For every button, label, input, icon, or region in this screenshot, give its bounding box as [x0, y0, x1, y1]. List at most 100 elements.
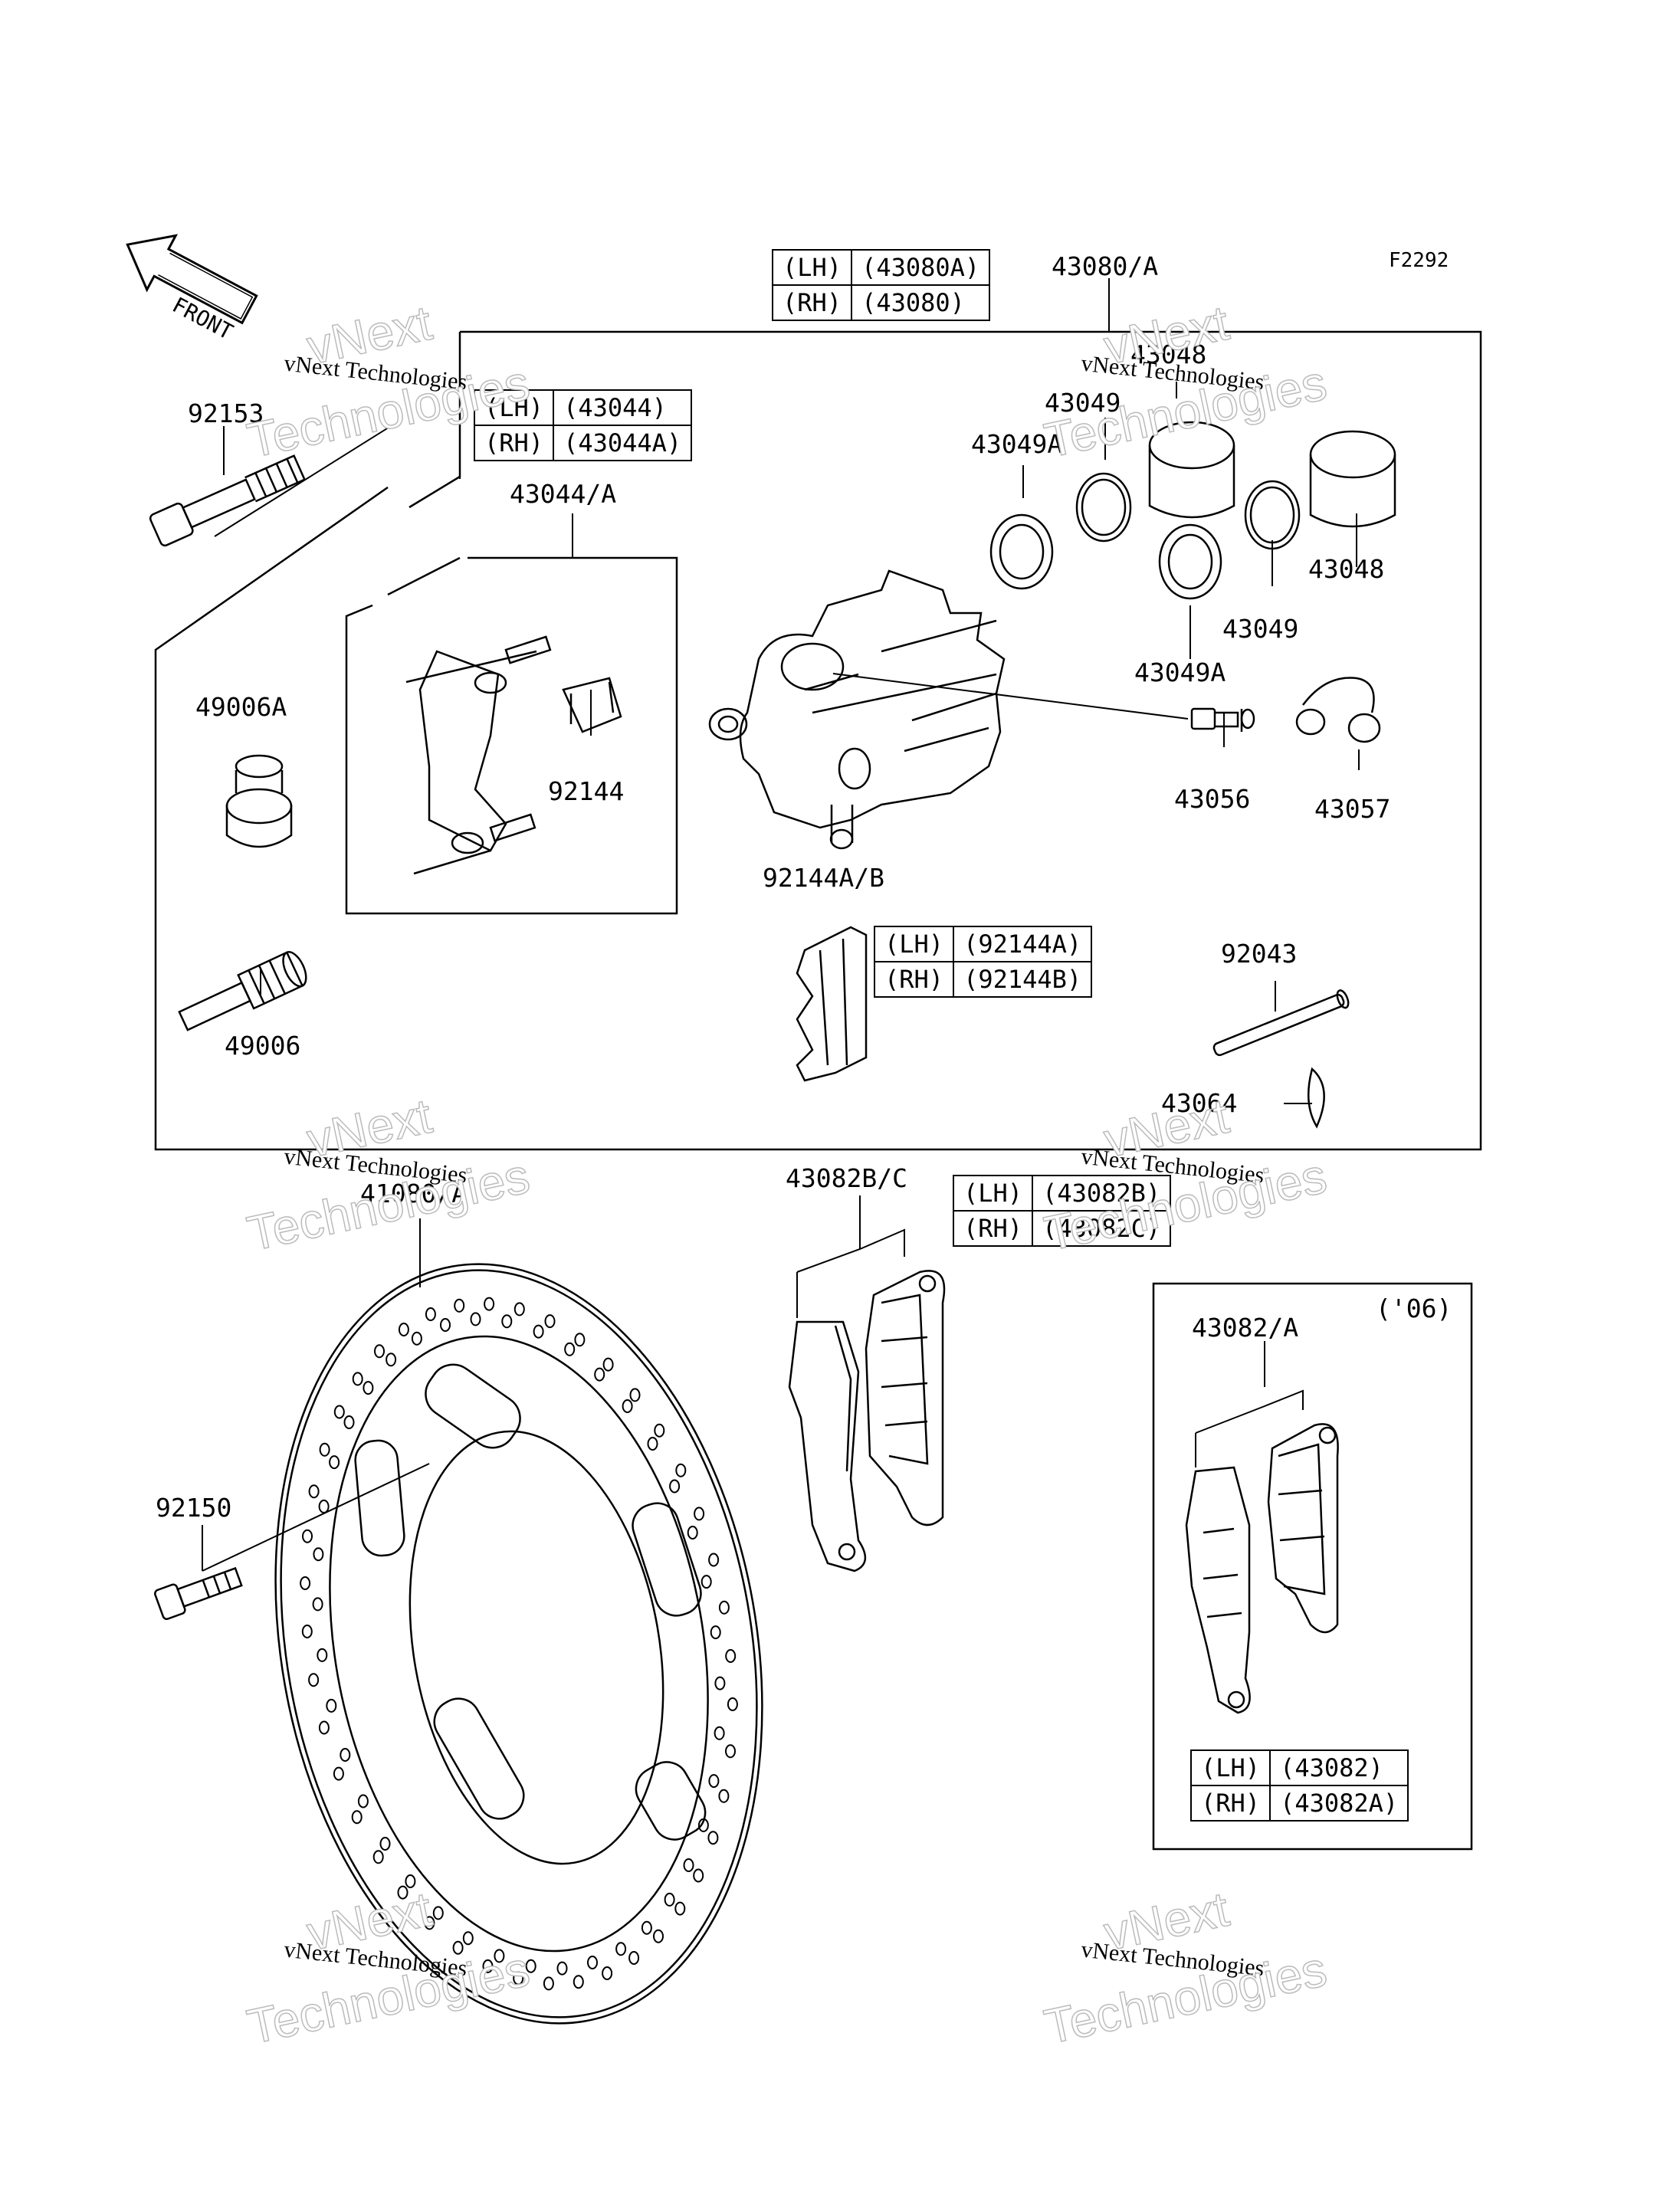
disc-hole — [398, 1323, 409, 1336]
watermark-top-right: vNext vNext Technologies Technologies — [1039, 294, 1364, 475]
label-92153: 92153 — [188, 398, 264, 428]
cell-lh-value: (43082B) — [1032, 1175, 1172, 1212]
disc-hole — [725, 1649, 737, 1663]
disc-hole — [525, 1959, 536, 1973]
caliper-holder-drawing — [405, 635, 552, 875]
disc-hole — [308, 1673, 320, 1687]
label-year-06: ('06) — [1376, 1294, 1452, 1323]
disc-hole — [714, 1726, 725, 1740]
disc-hole — [372, 1850, 384, 1864]
label-43056: 43056 — [1174, 784, 1251, 814]
label-49006A: 49006A — [195, 692, 287, 722]
disc-hole — [629, 1388, 641, 1402]
cell-rh: (RH) — [473, 425, 555, 461]
disc-hole — [462, 1931, 474, 1946]
watermark-mid-left: vNext vNext Technologies Technologies — [242, 1087, 567, 1268]
label-92150: 92150 — [156, 1493, 232, 1523]
cell-lh: (LH) — [873, 926, 955, 962]
disc-hole — [494, 1949, 505, 1963]
label-92043: 92043 — [1221, 939, 1298, 969]
label-43080A: 43080/A — [1052, 251, 1159, 281]
disc-hole — [397, 1885, 409, 1900]
boot-49006A-drawing — [225, 754, 293, 848]
disc-hole — [425, 1307, 436, 1321]
pad-2006-leader-box — [1195, 1389, 1304, 1467]
cell-rh: (RH) — [771, 284, 853, 321]
cell-rh: (RH) — [952, 1210, 1034, 1247]
disc-hole — [308, 1484, 320, 1499]
disc-hole — [319, 1442, 330, 1457]
disc-hole — [543, 1976, 554, 1991]
pads-06-lh-rh-table: (LH)(43082) (RH)(43082A) — [1189, 1749, 1409, 1822]
pin-49006-drawing — [178, 951, 307, 1031]
disc-hole — [701, 1575, 712, 1589]
cell-lh-value: (43044) — [553, 389, 693, 426]
label-43048-top: 43048 — [1130, 339, 1207, 369]
disc-hole — [411, 1331, 422, 1346]
disc-hole — [710, 1625, 721, 1640]
disc-hole — [432, 1906, 444, 1920]
watermark-bottom-right: vNext vNext Technologies Technologies — [1039, 1881, 1364, 2061]
disc-hole — [452, 1940, 464, 1955]
disc-hole — [675, 1463, 687, 1477]
disc-hole — [363, 1381, 374, 1395]
disc-hole — [340, 1748, 351, 1762]
cell-rh-value: (43044A) — [553, 425, 693, 461]
holder-lh-rh-table: (LH)(43044) (RH)(43044A) — [473, 389, 693, 461]
holder-subframe — [345, 556, 678, 915]
bleeder-cap-drawing — [1295, 677, 1381, 743]
disc-hole — [697, 1818, 709, 1832]
disc-hole — [594, 1367, 605, 1382]
cell-rh-value: (92144B) — [953, 961, 1093, 998]
pads-bc-lh-rh-table: (LH)(43082B) (RH)(43082C) — [952, 1175, 1172, 1247]
label-41080A: 41080/A — [360, 1179, 468, 1208]
bolt-92153-drawing — [149, 454, 307, 547]
watermark-top-left: vNext vNext Technologies Technologies — [242, 294, 567, 475]
caliper-lh-rh-table: (LH)(43080A) (RH)(43080) — [771, 249, 991, 321]
cell-rh-value: (43080) — [851, 284, 991, 321]
pad-2006-frame — [1152, 1282, 1473, 1851]
disc-hole — [501, 1314, 513, 1329]
label-43064: 43064 — [1161, 1088, 1238, 1118]
disc-hole — [727, 1697, 738, 1711]
disc-hole — [333, 1766, 344, 1781]
piston-seals-drawing — [989, 421, 1396, 600]
disc-hole — [300, 1576, 311, 1590]
disc-hole — [352, 1372, 363, 1386]
cell-lh-value: (43082) — [1269, 1749, 1409, 1786]
disc-hole — [317, 1648, 328, 1662]
disc-hole — [725, 1744, 736, 1759]
label-43049A-lower: 43049A — [1134, 657, 1226, 687]
clip-92144-drawing — [562, 677, 622, 733]
disc-hole — [386, 1353, 397, 1367]
cell-lh: (LH) — [952, 1175, 1034, 1212]
disc-hole — [312, 1597, 323, 1612]
disc-hole — [647, 1437, 658, 1451]
pad-pin-drawing — [1212, 989, 1350, 1057]
disc-hole — [318, 1720, 330, 1735]
watermark-bottom-left: vNext vNext Technologies Technologies — [242, 1881, 567, 2061]
disc-hole — [374, 1344, 385, 1359]
disc-hole — [641, 1920, 652, 1935]
label-43082A: 43082/A — [1192, 1313, 1299, 1343]
label-43057: 43057 — [1314, 794, 1391, 824]
disc-hole — [343, 1415, 355, 1429]
figure-code: F2292 — [1389, 249, 1449, 272]
label-43082BC: 43082B/C — [786, 1163, 907, 1193]
disc-hole — [669, 1479, 681, 1494]
caliper-assembly-frame — [154, 330, 1482, 1151]
pin-clip-drawing — [1308, 1067, 1325, 1129]
cell-lh: (LH) — [473, 389, 555, 426]
disc-hole — [379, 1837, 391, 1851]
pad-spring-drawing — [796, 926, 868, 1082]
disc-hole — [513, 1971, 524, 1985]
label-43049-top: 43049 — [1045, 388, 1121, 418]
disc-hole — [454, 1298, 465, 1313]
disc-hole — [622, 1399, 633, 1413]
cell-lh-value: (92144A) — [953, 926, 1093, 962]
disc-hole — [482, 1959, 494, 1973]
disc-hole — [683, 1858, 694, 1872]
brake-pads-bc-drawing — [788, 1270, 946, 1572]
disc-hole — [424, 1916, 435, 1930]
